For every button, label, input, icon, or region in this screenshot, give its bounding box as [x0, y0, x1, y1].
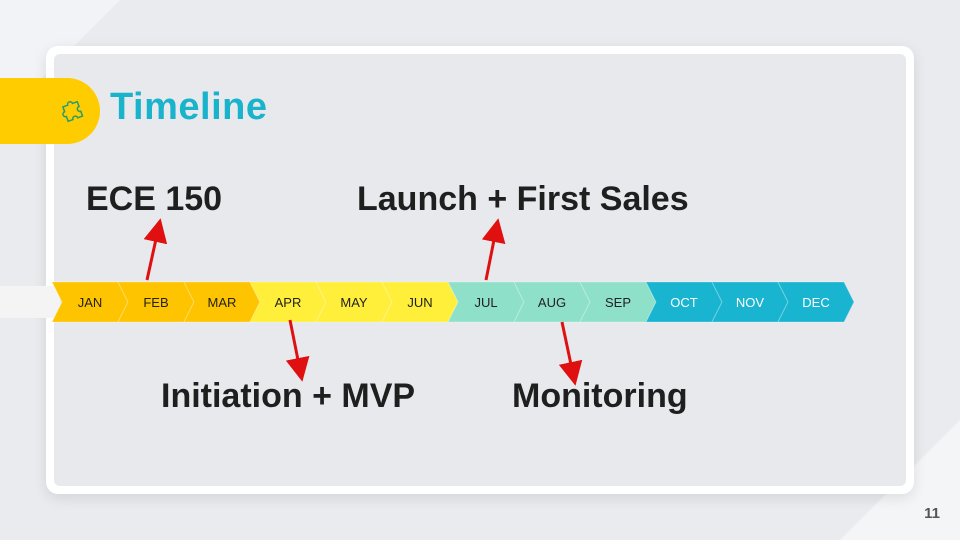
milestone-ece150: ECE 150: [86, 180, 223, 218]
timeline-track: [0, 286, 60, 318]
arrow-ece150: [143, 218, 168, 281]
milestone-launch: Launch + First Sales: [357, 180, 689, 218]
arrow-initiation: [285, 319, 310, 382]
milestone-monitoring: Monitoring: [512, 377, 688, 415]
title-tab: [0, 78, 100, 144]
arrow-monitoring: [558, 321, 583, 386]
puzzle-icon: [61, 100, 84, 123]
page-number: 11: [924, 505, 940, 522]
slide-panel: [54, 54, 906, 486]
month-segment-dec: [777, 281, 855, 323]
arrow-launch: [481, 218, 506, 281]
slide-title: Timeline: [110, 86, 268, 128]
milestone-initiation: Initiation + MVP: [161, 377, 416, 415]
